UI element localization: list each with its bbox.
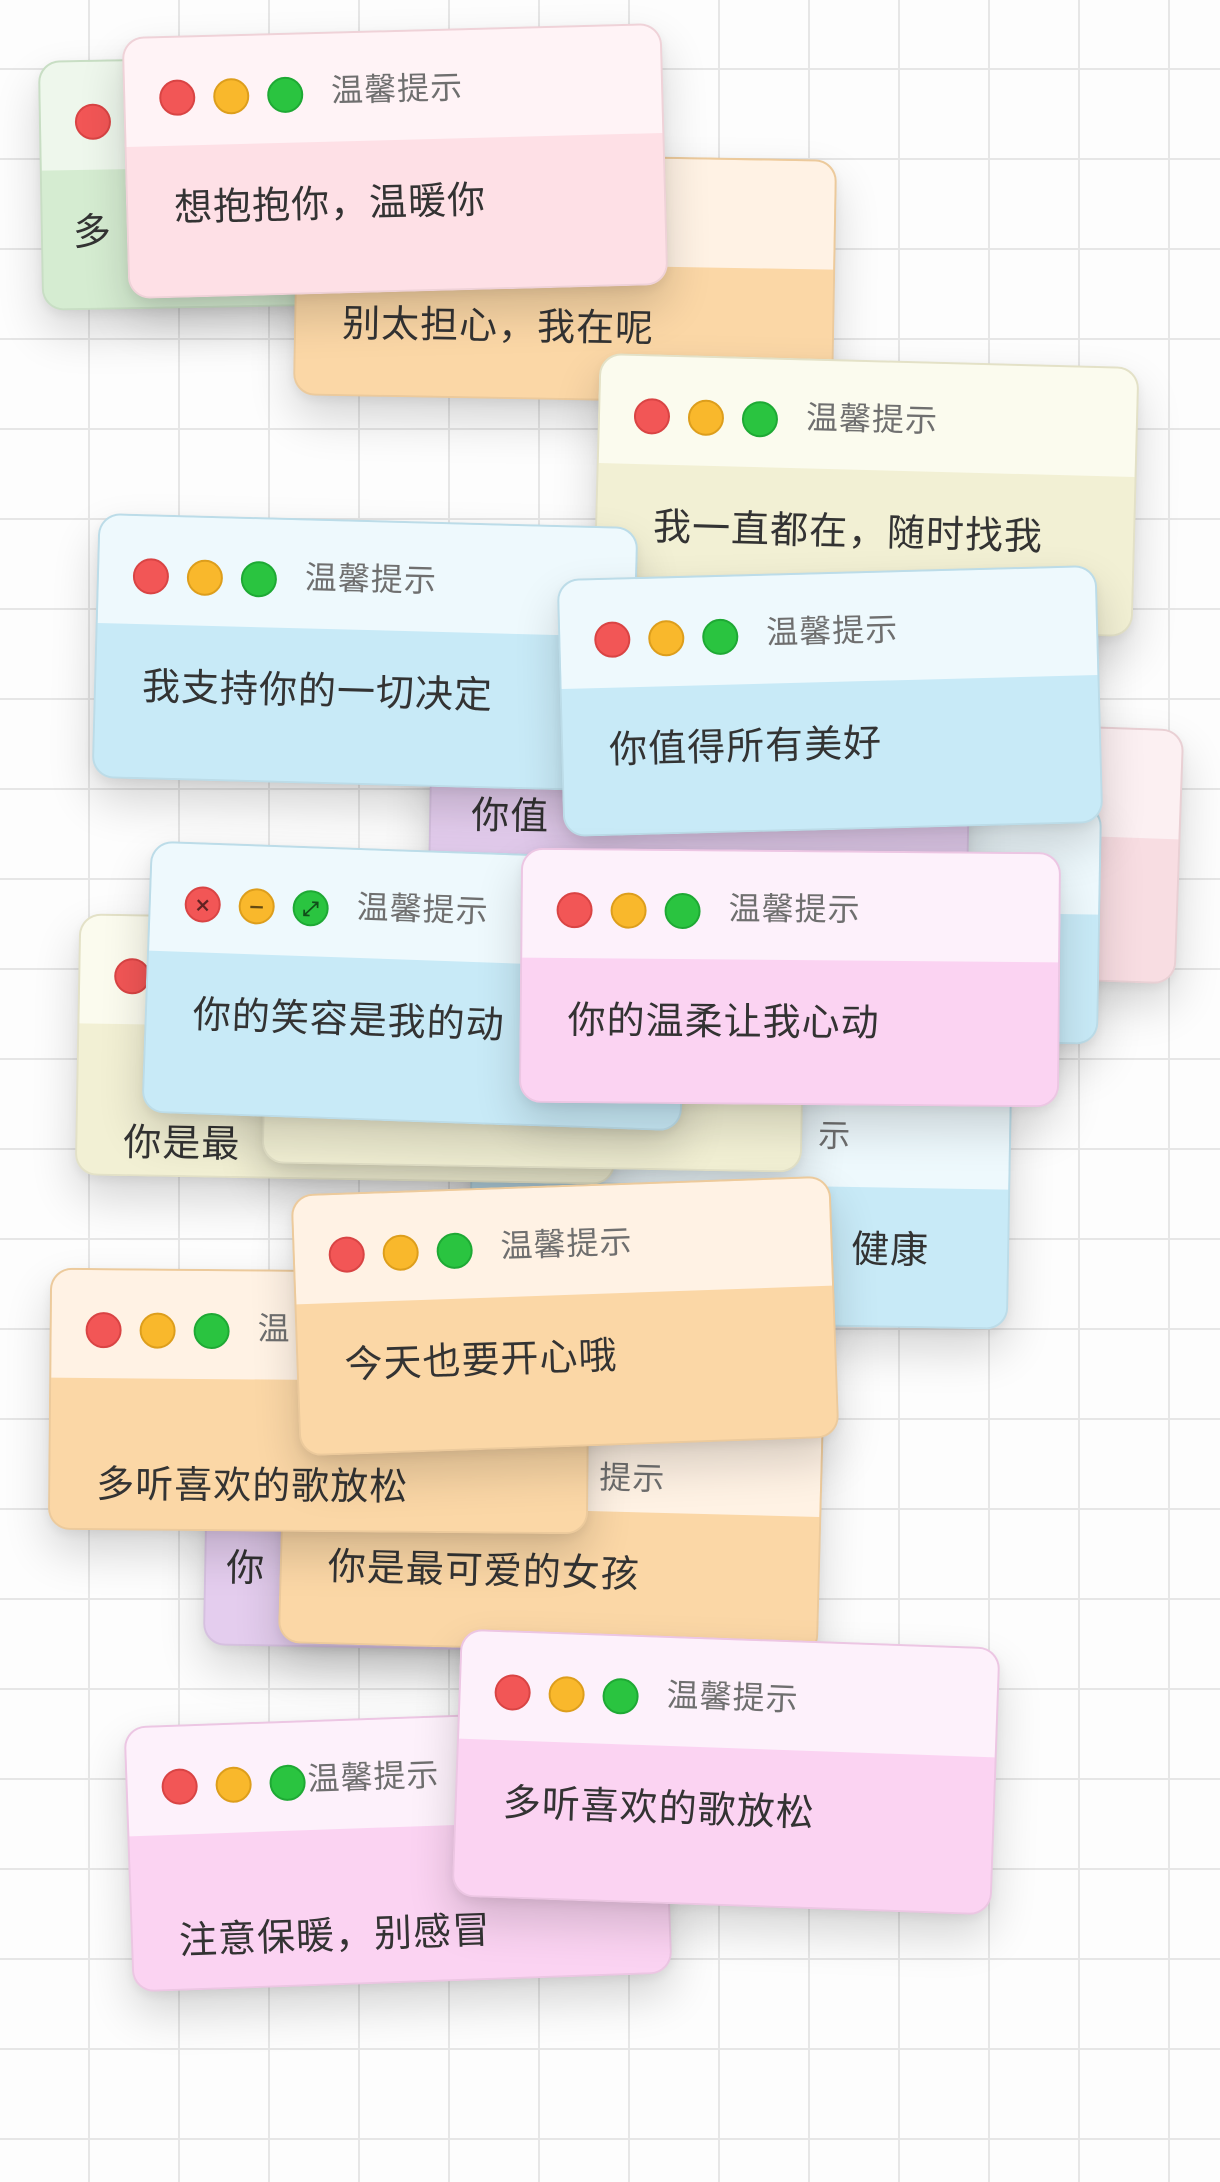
- minimize-button[interactable]: [647, 619, 685, 657]
- window-message: 你值得所有美好: [608, 720, 883, 772]
- window-title: 温馨提示: [304, 558, 438, 600]
- notification-window[interactable]: 温馨提示多听喜欢的歌放松: [451, 1628, 1001, 1916]
- close-button[interactable]: ×: [184, 885, 222, 924]
- window-title: 温馨提示: [330, 68, 464, 110]
- zoom-button[interactable]: [601, 1677, 640, 1715]
- window-message: 你是最可爱的女孩: [327, 1544, 641, 1597]
- window-message: 你值: [470, 793, 550, 839]
- notification-window[interactable]: 温馨提示你的温柔让我心动: [518, 847, 1062, 1108]
- window-message: 别太担心，我在呢: [341, 301, 655, 351]
- minimize-button[interactable]: [610, 892, 647, 929]
- window-title: 温馨提示: [499, 1222, 634, 1266]
- window-title: 示: [817, 1116, 852, 1155]
- window-title: 温: [257, 1309, 291, 1348]
- notification-window[interactable]: 温馨提示想抱抱你，温暖你: [121, 22, 669, 300]
- window-title: 温馨提示: [306, 1755, 441, 1799]
- close-button[interactable]: [158, 79, 196, 117]
- window-title: 温馨提示: [805, 398, 939, 440]
- notification-window[interactable]: 温馨提示今天也要开心哦: [290, 1175, 840, 1457]
- window-message: 你的温柔让我心动: [567, 998, 880, 1045]
- minimize-button[interactable]: [687, 399, 725, 437]
- window-message: 你: [225, 1545, 266, 1591]
- zoom-button[interactable]: [436, 1232, 474, 1270]
- window-message: 你是最: [122, 1120, 241, 1167]
- zoom-button[interactable]: ⤢: [292, 889, 330, 927]
- window-title: 温馨提示: [728, 889, 861, 929]
- window-message: 想抱抱你，温暖你: [173, 177, 487, 230]
- zoom-button[interactable]: [701, 618, 739, 656]
- minimize-button[interactable]: [139, 1312, 176, 1349]
- window-message: 今天也要开心哦: [343, 1333, 619, 1387]
- close-button[interactable]: [328, 1235, 366, 1274]
- window-title: 温馨提示: [765, 610, 899, 652]
- window-title: 提示: [598, 1458, 666, 1498]
- close-button[interactable]: [633, 397, 671, 435]
- minimize-button[interactable]: [212, 77, 250, 115]
- close-button[interactable]: [132, 557, 170, 595]
- window-title: 温馨提示: [665, 1675, 800, 1719]
- zoom-button[interactable]: [193, 1312, 230, 1350]
- close-button[interactable]: [556, 891, 593, 929]
- close-button[interactable]: [161, 1767, 199, 1806]
- minimize-button[interactable]: −: [238, 887, 276, 926]
- window-message: 多听喜欢的歌放松: [96, 1462, 409, 1509]
- close-button[interactable]: [74, 103, 112, 141]
- minimize-button[interactable]: [547, 1675, 586, 1714]
- window-message: 我支持你的一切决定: [141, 664, 494, 718]
- zoom-button[interactable]: [268, 1764, 307, 1802]
- close-button[interactable]: [494, 1673, 532, 1712]
- zoom-button[interactable]: [741, 400, 779, 438]
- notification-window[interactable]: 温馨提示我支持你的一切决定: [91, 512, 639, 793]
- close-button[interactable]: [593, 621, 631, 659]
- zoom-button[interactable]: [240, 560, 278, 598]
- window-message: 多: [72, 209, 113, 255]
- window-message: 健康: [850, 1226, 930, 1273]
- zoom-button[interactable]: [664, 892, 701, 930]
- close-button[interactable]: [85, 1311, 122, 1349]
- window-title: 温馨提示: [356, 887, 490, 931]
- minimize-button[interactable]: [186, 559, 224, 597]
- minimize-button[interactable]: [215, 1766, 253, 1804]
- notification-window[interactable]: 温馨提示你值得所有美好: [556, 564, 1104, 838]
- zoom-button[interactable]: [266, 76, 304, 114]
- minimize-button[interactable]: [382, 1234, 420, 1272]
